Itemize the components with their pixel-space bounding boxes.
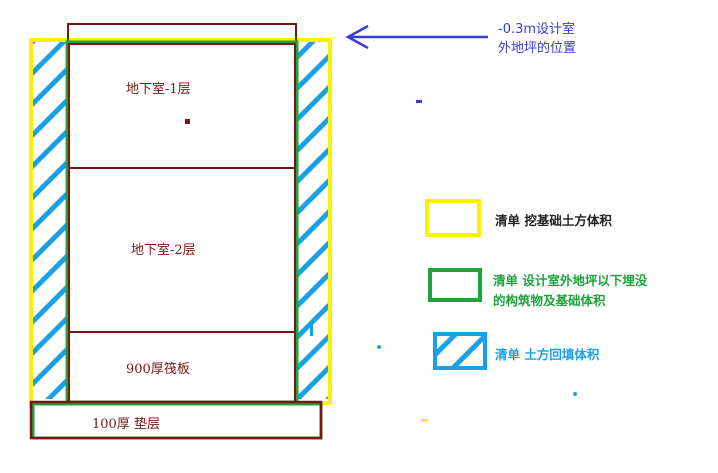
legend-label-excavation: 清单 挖基础土方体积 — [495, 213, 612, 228]
legend-label-buried-line1: 清单 设计室外地坪以下埋没 — [493, 273, 648, 288]
stray-dot — [377, 345, 381, 349]
legend-label-buried-line2: 的构筑物及基础体积 — [493, 293, 606, 308]
stray-mark — [421, 419, 428, 422]
cushion-green-edge — [31, 402, 323, 440]
grade-annotation: -0.3m设计室 外地坪的位置 — [498, 20, 576, 58]
cushion-label: 100厚 垫层 — [92, 417, 160, 432]
backfill-zone-left — [33, 42, 67, 399]
legend-swatch-excavation — [425, 199, 481, 237]
legend-swatch-buried — [428, 268, 482, 302]
basement-2-label: 地下室-2层 — [131, 243, 196, 258]
grade-annotation-line1: -0.3m设计室 — [498, 22, 576, 37]
basement-1-box — [68, 43, 296, 169]
stray-mark — [416, 100, 422, 103]
cushion-layer-box — [29, 400, 323, 440]
stray-mark — [310, 322, 313, 336]
legend-swatch-backfill — [433, 332, 487, 370]
stray-dot — [573, 392, 577, 396]
basement-1-label: 地下室-1层 — [126, 82, 191, 97]
grade-arrow-head — [345, 24, 369, 50]
backfill-zone-right — [298, 42, 328, 399]
raft-label: 900厚筏板 — [126, 362, 190, 377]
grade-annotation-line2: 外地坪的位置 — [498, 41, 577, 56]
marker-dot — [185, 119, 190, 124]
legend-label-buried: 清单 设计室外地坪以下埋没 的构筑物及基础体积 — [493, 271, 647, 311]
legend-label-backfill: 清单 土方回填体积 — [495, 347, 600, 362]
